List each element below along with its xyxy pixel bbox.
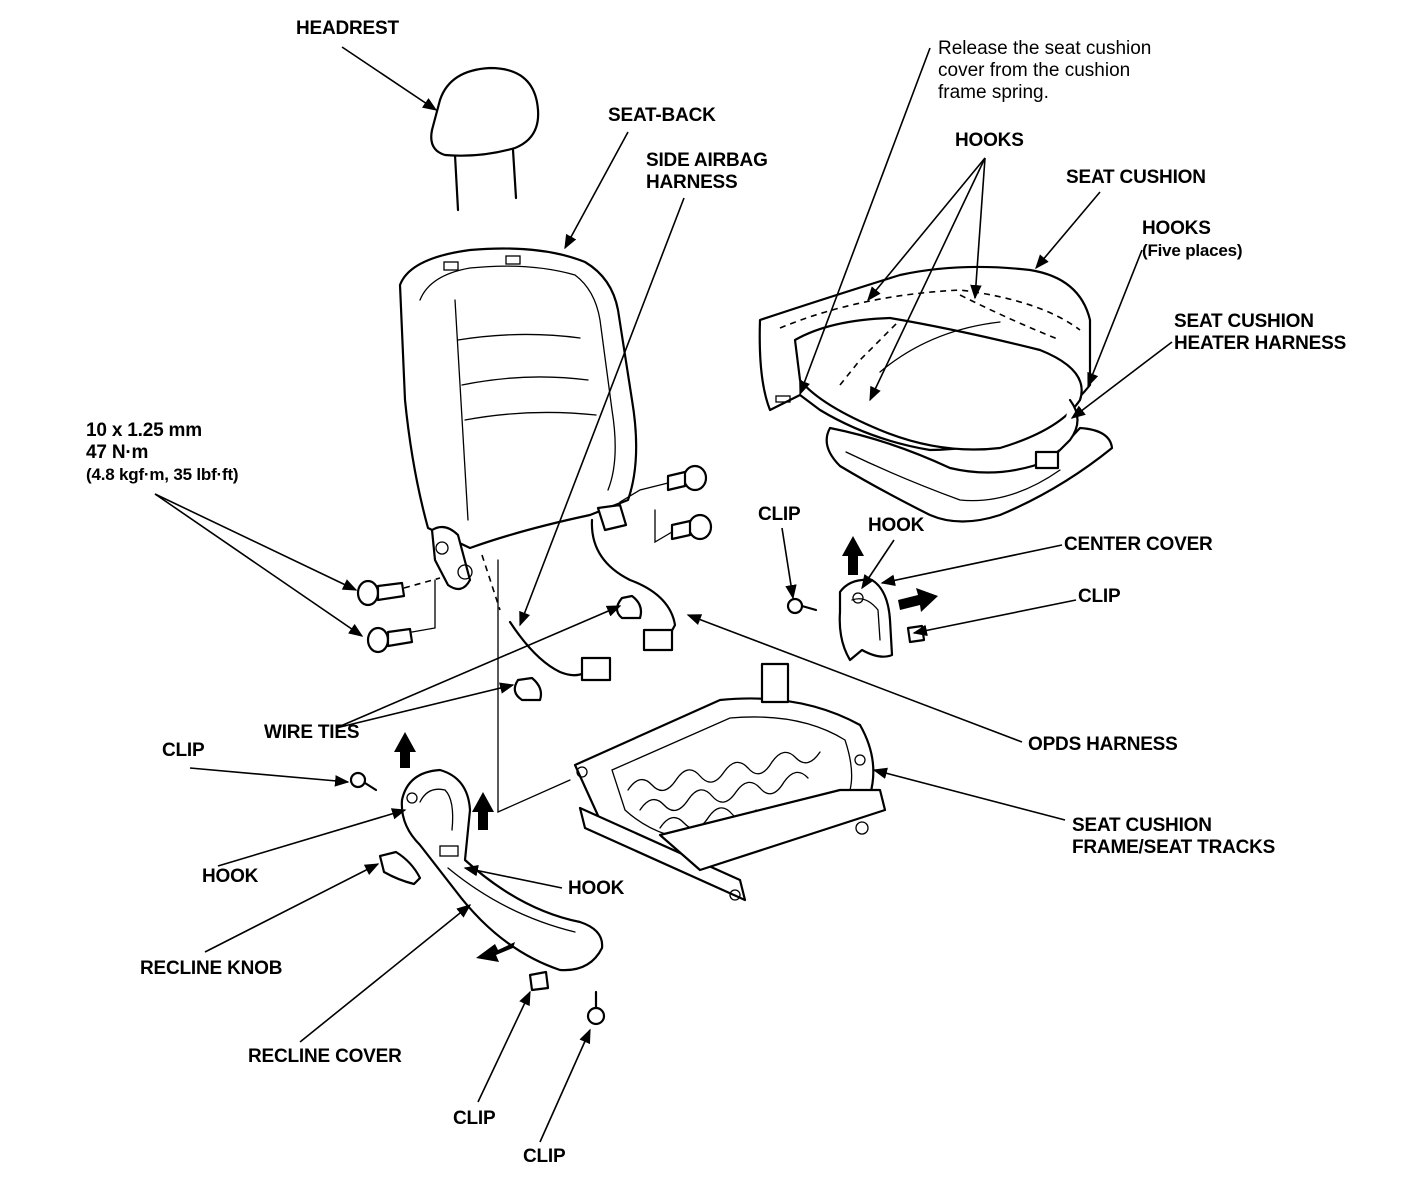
label-heater-harness: SEAT CUSHION HEATER HARNESS: [1174, 311, 1346, 355]
bolt-upper-right: [619, 464, 708, 503]
label-seat-back: SEAT-BACK: [608, 105, 716, 126]
label-heater-line-1: SEAT CUSHION: [1174, 311, 1314, 332]
center-cover-part: [838, 578, 926, 662]
label-clip-center-right: CLIP: [1078, 586, 1121, 607]
leader-lines: [154, 46, 1173, 1143]
label-side-airbag-harness: SIDE AIRBAG HARNESS: [646, 150, 768, 194]
label-clip-center-left: CLIP: [758, 504, 801, 525]
headrest-part: [430, 66, 540, 212]
wire-tie-lower: [513, 676, 543, 702]
label-hook-center: HOOK: [868, 515, 925, 536]
label-wire-ties: WIRE TIES: [264, 722, 360, 743]
seat-back-part: [398, 247, 638, 591]
wire-tie-upper: [615, 594, 643, 620]
seat-frame-part: [573, 662, 887, 902]
label-heater-line-2: HEATER HARNESS: [1174, 333, 1347, 354]
label-frame-line-2: FRAME/SEAT TRACKS: [1072, 837, 1276, 858]
bolt-lower-left: [366, 579, 436, 654]
note-line-2: cover from the cushion: [938, 60, 1131, 81]
label-hooks-five-line-1: HOOKS: [1142, 218, 1211, 239]
label-torque-line-3: (4.8 kgf·m, 35 lbf·ft): [86, 465, 239, 484]
label-recline-knob: RECLINE KNOB: [140, 958, 283, 979]
label-hook-left: HOOK: [202, 866, 259, 887]
label-torque-spec: 10 x 1.25 mm 47 N·m (4.8 kgf·m, 35 lbf·f…: [86, 420, 239, 486]
movement-arrows: [394, 536, 938, 962]
label-recline-cover: RECLINE COVER: [248, 1046, 402, 1067]
label-center-cover: CENTER COVER: [1064, 534, 1213, 555]
recline-cover-part: [400, 768, 604, 972]
label-side-airbag-line-1: SIDE AIRBAG: [646, 150, 768, 171]
bolt-lower-right: [654, 509, 713, 544]
label-hook-cover: HOOK: [568, 878, 625, 899]
label-hooks-five-line-2: (Five places): [1142, 241, 1243, 260]
clip-center-left-part: [786, 597, 818, 615]
label-clip-bottom-1: CLIP: [453, 1108, 496, 1129]
recline-knob-part: [378, 850, 422, 886]
label-seat-cushion: SEAT CUSHION: [1066, 167, 1206, 188]
label-torque-line-1: 10 x 1.25 mm: [86, 420, 202, 441]
label-clip-left: CLIP: [162, 740, 205, 761]
clip-bottom-2-part: [586, 990, 606, 1026]
label-clip-bottom-2: CLIP: [523, 1146, 566, 1167]
label-seat-frame-tracks: SEAT CUSHION FRAME/SEAT TRACKS: [1072, 815, 1275, 859]
label-frame-line-1: SEAT CUSHION: [1072, 815, 1212, 836]
label-hooks-five-places: HOOKS (Five places): [1142, 218, 1243, 262]
label-hooks-top: HOOKS: [955, 130, 1024, 151]
label-opds-harness: OPDS HARNESS: [1028, 734, 1178, 755]
seat-cushion-part: [758, 265, 1114, 523]
clip-left-part: [349, 771, 378, 792]
bolt-upper-left: [356, 577, 441, 607]
note-line-1: Release the seat cushion: [938, 38, 1152, 59]
label-side-airbag-line-2: HARNESS: [646, 172, 738, 193]
clip-bottom-1-part: [528, 970, 550, 992]
label-headrest: HEADREST: [296, 18, 399, 39]
label-torque-line-2: 47 N·m: [86, 442, 149, 463]
note-line-3: frame spring.: [938, 82, 1049, 103]
note-release-cover: Release the seat cushion cover from the …: [938, 38, 1151, 104]
side-airbag-harness: [508, 518, 677, 682]
